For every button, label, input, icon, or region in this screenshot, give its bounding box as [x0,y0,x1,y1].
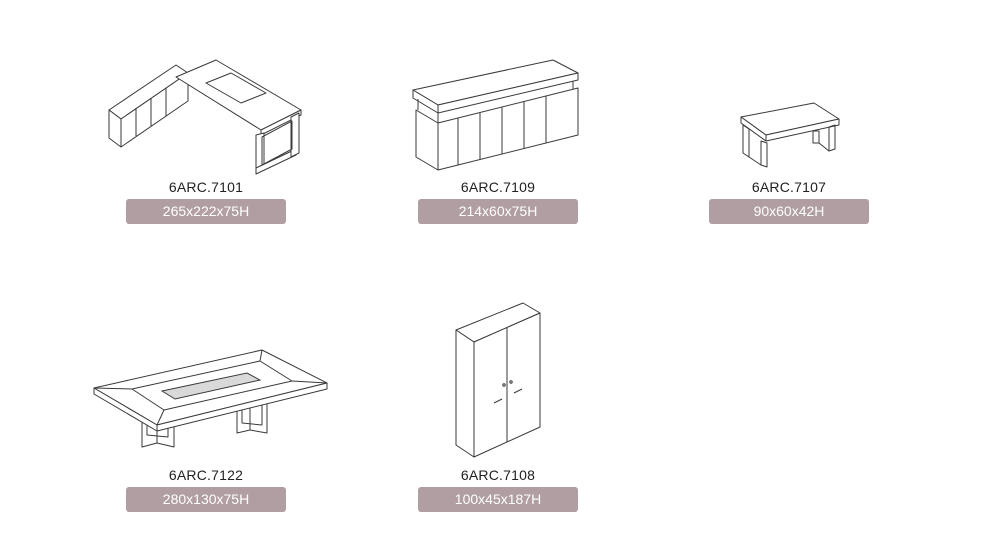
dimensions-badge: 100x45x187H [418,487,578,512]
product-code: 6ARC.7109 [460,179,536,195]
dimensions-badge: 280x130x75H [126,487,286,512]
product-code: 6ARC.7101 [168,179,244,195]
l-shaped-desk-icon [108,59,302,175]
meeting-table-icon [93,349,328,448]
dimensions-badge: 90x60x42H [709,199,869,224]
dimensions-badge: 214x60x75H [418,199,578,224]
product-code: 6ARC.7122 [168,467,244,483]
product-code: 6ARC.7107 [751,179,827,195]
credenza-cabinet-icon [412,59,579,171]
tall-cabinet-icon [455,302,541,458]
coffee-table-icon [740,102,840,168]
dimensions-badge: 265x222x75H [126,199,286,224]
product-code: 6ARC.7108 [460,467,536,483]
